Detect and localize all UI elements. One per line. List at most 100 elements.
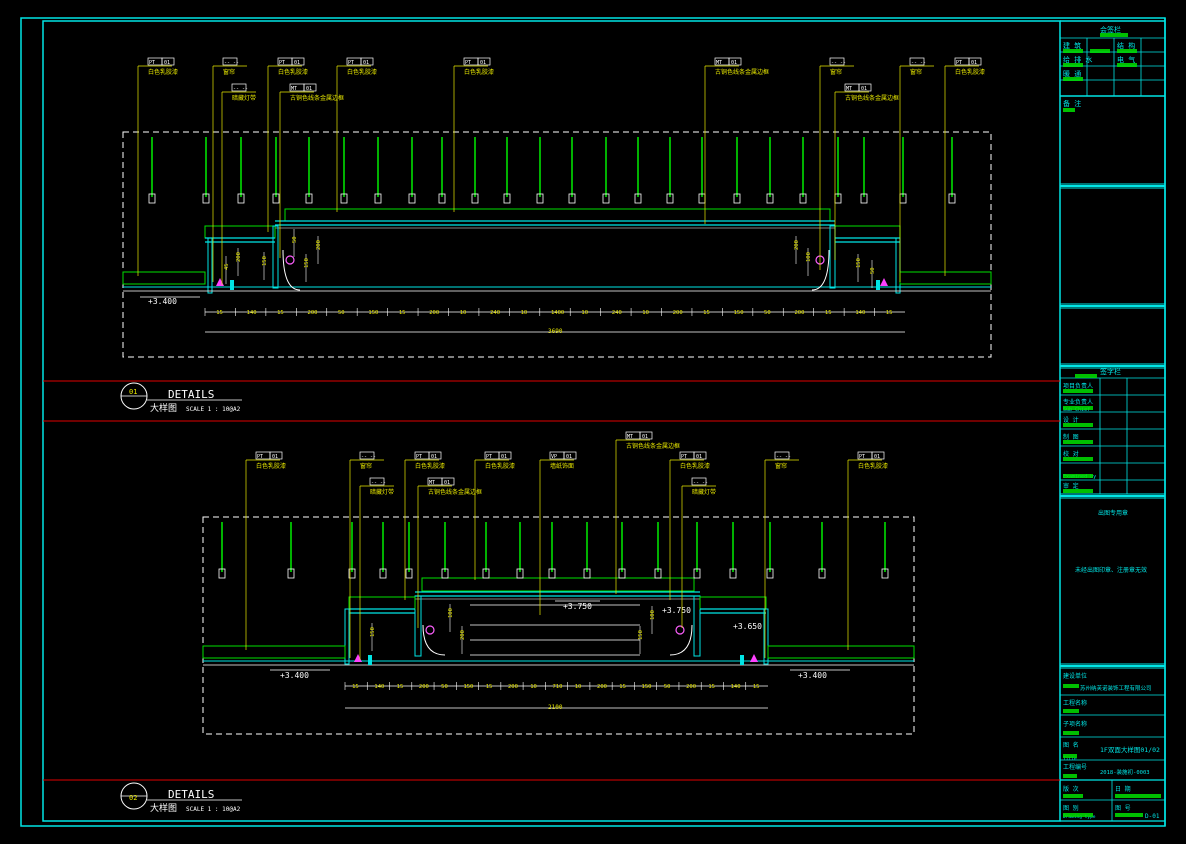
vertical-dim: 150 bbox=[262, 256, 268, 266]
level-mark-02d: +3.750 bbox=[662, 606, 691, 615]
annotation-tag: -- --暗藏灯带 bbox=[359, 477, 394, 660]
dim-segment: 15 bbox=[399, 310, 406, 316]
tag-note: 白色乳胶漆 bbox=[464, 68, 494, 76]
vertical-dim: 200 bbox=[794, 240, 800, 250]
tag-number: 01 bbox=[272, 454, 278, 460]
dim-segment: 200 bbox=[794, 310, 804, 316]
sign-seal-title: 签字栏 bbox=[1100, 367, 1121, 376]
level-mark-02b: +3.400 bbox=[798, 671, 827, 680]
dim-segment: 15 bbox=[619, 684, 626, 690]
sheet-number: D-01 bbox=[1145, 813, 1160, 820]
role-1: 项目负责人 bbox=[1063, 382, 1093, 390]
detail-02-elevation: +3.400 +3.400 +3.750 +3.750 +3.650 2100 … bbox=[202, 431, 915, 735]
dim-segment: 200 bbox=[597, 684, 607, 690]
vertical-dim: 100 bbox=[650, 610, 656, 620]
dim-segment: 1400 bbox=[551, 310, 564, 316]
dim-segment: 200 bbox=[429, 310, 439, 316]
dim-segment: 15 bbox=[708, 684, 715, 690]
tag-code: -- -- bbox=[831, 60, 846, 66]
vertical-dim: 100 bbox=[448, 608, 454, 618]
title-en: Title bbox=[1063, 756, 1077, 762]
role-3: 设 计 bbox=[1063, 416, 1079, 424]
tag-note: 古铜色线条金属边框 bbox=[626, 442, 680, 450]
dim-segment: 15 bbox=[753, 684, 760, 690]
dim-segment: 15 bbox=[703, 310, 710, 316]
vertical-dim: 100 bbox=[806, 252, 812, 262]
tag-code: PT bbox=[348, 60, 354, 66]
tag-number: 01 bbox=[861, 86, 867, 92]
date-label: 日 期 bbox=[1115, 785, 1131, 793]
dim-segment: 10 bbox=[581, 310, 588, 316]
dim-segment: 150 bbox=[642, 684, 652, 690]
tag-number: 01 bbox=[363, 60, 369, 66]
detail-number-01: 01 bbox=[129, 388, 137, 396]
tag-code: MT bbox=[716, 60, 722, 66]
dim-segment: 200 bbox=[686, 684, 696, 690]
annotation-tag: -- --窗帘 bbox=[349, 451, 384, 658]
dim-total-01: 3690 bbox=[548, 328, 563, 335]
dim-segment: 200 bbox=[673, 310, 683, 316]
vertical-dim: 200 bbox=[316, 240, 322, 250]
sign-label-1: 建 筑 bbox=[1063, 41, 1081, 50]
dim-segment: 240 bbox=[612, 310, 622, 316]
detail-scale-02: SCALE 1 : 10@A2 bbox=[186, 806, 241, 813]
annotation-tag: -- --窗帘 bbox=[212, 57, 247, 282]
tag-note: 墙纸饰面 bbox=[550, 462, 574, 470]
tag-note: 古铜色线条金属边框 bbox=[845, 94, 899, 102]
tag-note: 窗帘 bbox=[775, 462, 787, 470]
dim-segment: 50 bbox=[441, 684, 448, 690]
tag-note: 暗藏灯带 bbox=[692, 488, 716, 496]
tag-code: -- -- bbox=[361, 454, 376, 460]
tag-code: PT bbox=[416, 454, 422, 460]
company-name: 苏州纳芙诺装饰工程有限公司 bbox=[1080, 684, 1152, 692]
detail-scale-01: SCALE 1 : 10@A2 bbox=[186, 406, 241, 413]
annotation-tag: -- --窗帘 bbox=[819, 57, 854, 270]
dim-segment: 150 bbox=[368, 310, 378, 316]
level-mark-01: +3.400 bbox=[148, 297, 177, 306]
dim-segment: 140 bbox=[374, 684, 384, 690]
dim-segment: 140 bbox=[731, 684, 741, 690]
role-7: 审 定 bbox=[1063, 482, 1079, 490]
role-4: 制 图 bbox=[1063, 433, 1079, 441]
vertical-dim: 150 bbox=[856, 258, 862, 268]
dim-segment: 15 bbox=[486, 684, 493, 690]
vertical-dim: 50 bbox=[870, 267, 876, 274]
dim-segment: 15 bbox=[825, 310, 832, 316]
sign-label-4: 电 气 bbox=[1117, 55, 1135, 64]
dim-segment: 10 bbox=[521, 310, 528, 316]
level-mark-02a: +3.400 bbox=[280, 671, 309, 680]
dim-segment: 200 bbox=[308, 310, 318, 316]
detail-title-02: 02 DETAILS 大样图 SCALE 1 : 10@A2 bbox=[120, 782, 242, 814]
client-label: 建设单位 bbox=[1063, 672, 1087, 680]
tag-code: -- -- bbox=[911, 60, 926, 66]
tag-note: 暗藏灯带 bbox=[232, 94, 256, 102]
sign-label-5: 暖 通 bbox=[1063, 69, 1081, 78]
annotation-tag: MT 01 古铜色线条金属边框 bbox=[834, 83, 899, 260]
tag-code: MT bbox=[846, 86, 852, 92]
drawing-title: 1F双面大样图01/02 bbox=[1100, 745, 1160, 754]
role-2: 专业负责人 bbox=[1063, 398, 1093, 406]
dim-segment: 200 bbox=[419, 684, 429, 690]
tag-number: 01 bbox=[642, 434, 648, 440]
project-label: 工程名称 bbox=[1063, 699, 1087, 707]
vertical-dim: 200 bbox=[236, 252, 242, 262]
detail-cn-01: 大样图 bbox=[150, 402, 177, 414]
annotation-tag: -- --暗藏灯带 bbox=[681, 477, 716, 628]
tag-code: -- -- bbox=[776, 454, 791, 460]
tag-number: 01 bbox=[164, 60, 170, 66]
tag-note: 白色乳胶漆 bbox=[858, 462, 888, 470]
tag-code: PT bbox=[465, 60, 471, 66]
tag-note: 白色乳胶漆 bbox=[148, 68, 178, 76]
category-label: 图 别 bbox=[1063, 804, 1079, 812]
tag-code: PT bbox=[279, 60, 285, 66]
